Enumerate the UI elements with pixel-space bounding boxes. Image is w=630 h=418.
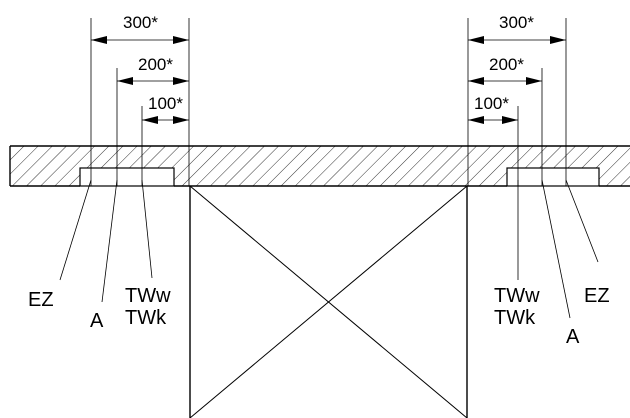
left-label-a: A — [90, 310, 104, 332]
left-labels: EZ A TWw TWk — [28, 179, 171, 332]
right-dim-200: 200* — [489, 55, 524, 74]
opening-cross-diagonal-2 — [189, 185, 468, 418]
right-label-a: A — [566, 326, 580, 348]
left-label-tww: TWw — [125, 285, 171, 307]
left-label-twk: TWk — [125, 307, 167, 329]
right-recess — [506, 167, 600, 187]
right-dim-100: 100* — [474, 94, 509, 113]
left-dimensions: 300* 200* 100* — [90, 13, 190, 186]
left-dim-300: 300* — [123, 13, 158, 32]
left-dim-200: 200* — [138, 55, 173, 74]
left-leader-ez — [59, 179, 92, 281]
left-dim-100: 100* — [148, 94, 183, 113]
left-leader-tw — [141, 179, 153, 279]
left-recess — [79, 167, 175, 187]
right-dim-300: 300* — [499, 13, 534, 32]
right-label-twk: TWk — [494, 307, 536, 329]
right-dimensions: 300* 200* 100* — [467, 13, 567, 186]
left-leader-a — [101, 179, 118, 303]
right-labels: TWw TWk A EZ — [494, 179, 610, 348]
right-leader-a — [541, 179, 571, 319]
right-leader-ez — [565, 179, 599, 263]
left-label-ez: EZ — [28, 289, 54, 311]
opening-frame — [189, 185, 468, 418]
right-label-ez: EZ — [584, 285, 610, 307]
right-label-tww: TWw — [494, 285, 540, 307]
